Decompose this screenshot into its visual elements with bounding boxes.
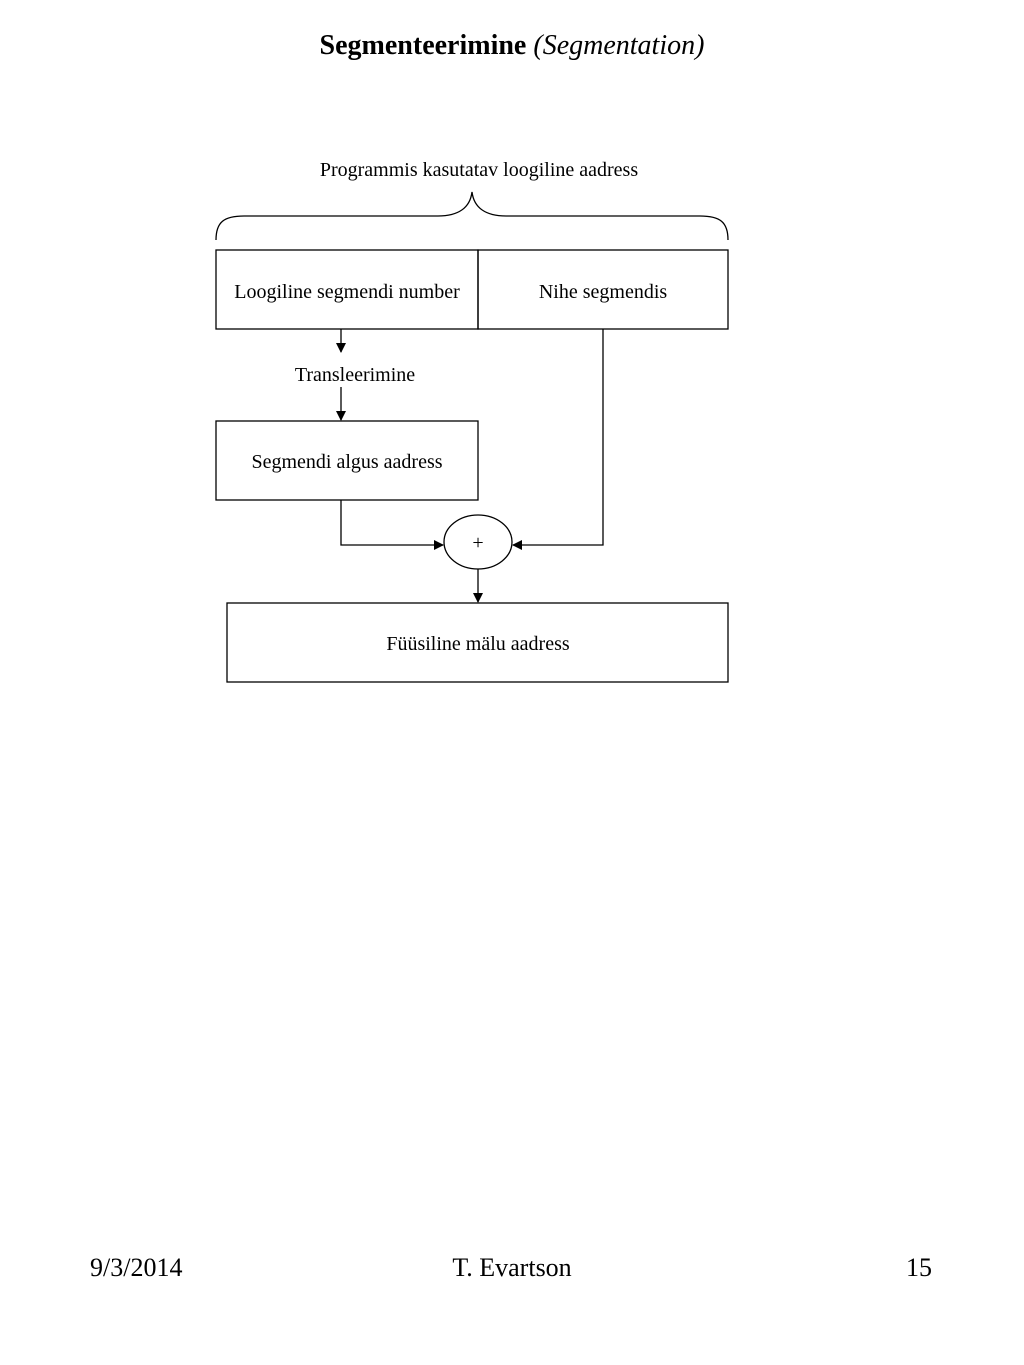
arrow-offset-to-adder [512, 329, 604, 550]
segment-base-label: Segmendi algus aadress [251, 451, 442, 473]
translation-label: Transleerimine [295, 364, 415, 386]
logical-address-label: Programmis kasutatav loogiline aadress [320, 159, 638, 181]
footer-author: T. Evartson [452, 1253, 572, 1282]
physical-address-label: Füüsiline mälu aadress [386, 633, 570, 655]
adder-symbol: + [472, 532, 483, 554]
slide-title-main: Segmenteerimine [319, 30, 527, 61]
slide-title-subtitle: (Segmentation) [533, 30, 705, 61]
arrow-base-to-adder [340, 500, 444, 550]
offset-label: Nihe segmendis [539, 281, 668, 303]
logical-address-brace [215, 191, 729, 241]
segment-base-box [215, 420, 479, 501]
footer-date: 9/3/2014 [90, 1253, 183, 1282]
segment-number-label: Loogiline segmendi number [234, 281, 460, 303]
slide-title: Segmenteerimine (Segmentation) [0, 28, 1024, 64]
footer-page-number: 15 [906, 1253, 932, 1282]
physical-address-box [226, 602, 729, 683]
